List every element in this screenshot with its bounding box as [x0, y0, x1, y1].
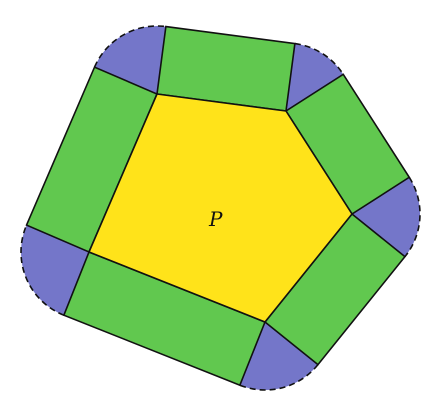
corner-sector — [239, 322, 318, 391]
corner-sector — [286, 43, 344, 111]
corner-arc — [294, 42, 344, 75]
polygon-label: P — [208, 207, 223, 231]
polygon-p — [87, 93, 353, 323]
corner-arc — [93, 25, 166, 68]
corner-arc — [20, 224, 65, 316]
outlines — [20, 25, 421, 391]
corner-arc — [404, 176, 421, 258]
corner-arc — [239, 364, 319, 391]
corner-sector — [352, 177, 421, 257]
central-polygon — [87, 93, 353, 323]
